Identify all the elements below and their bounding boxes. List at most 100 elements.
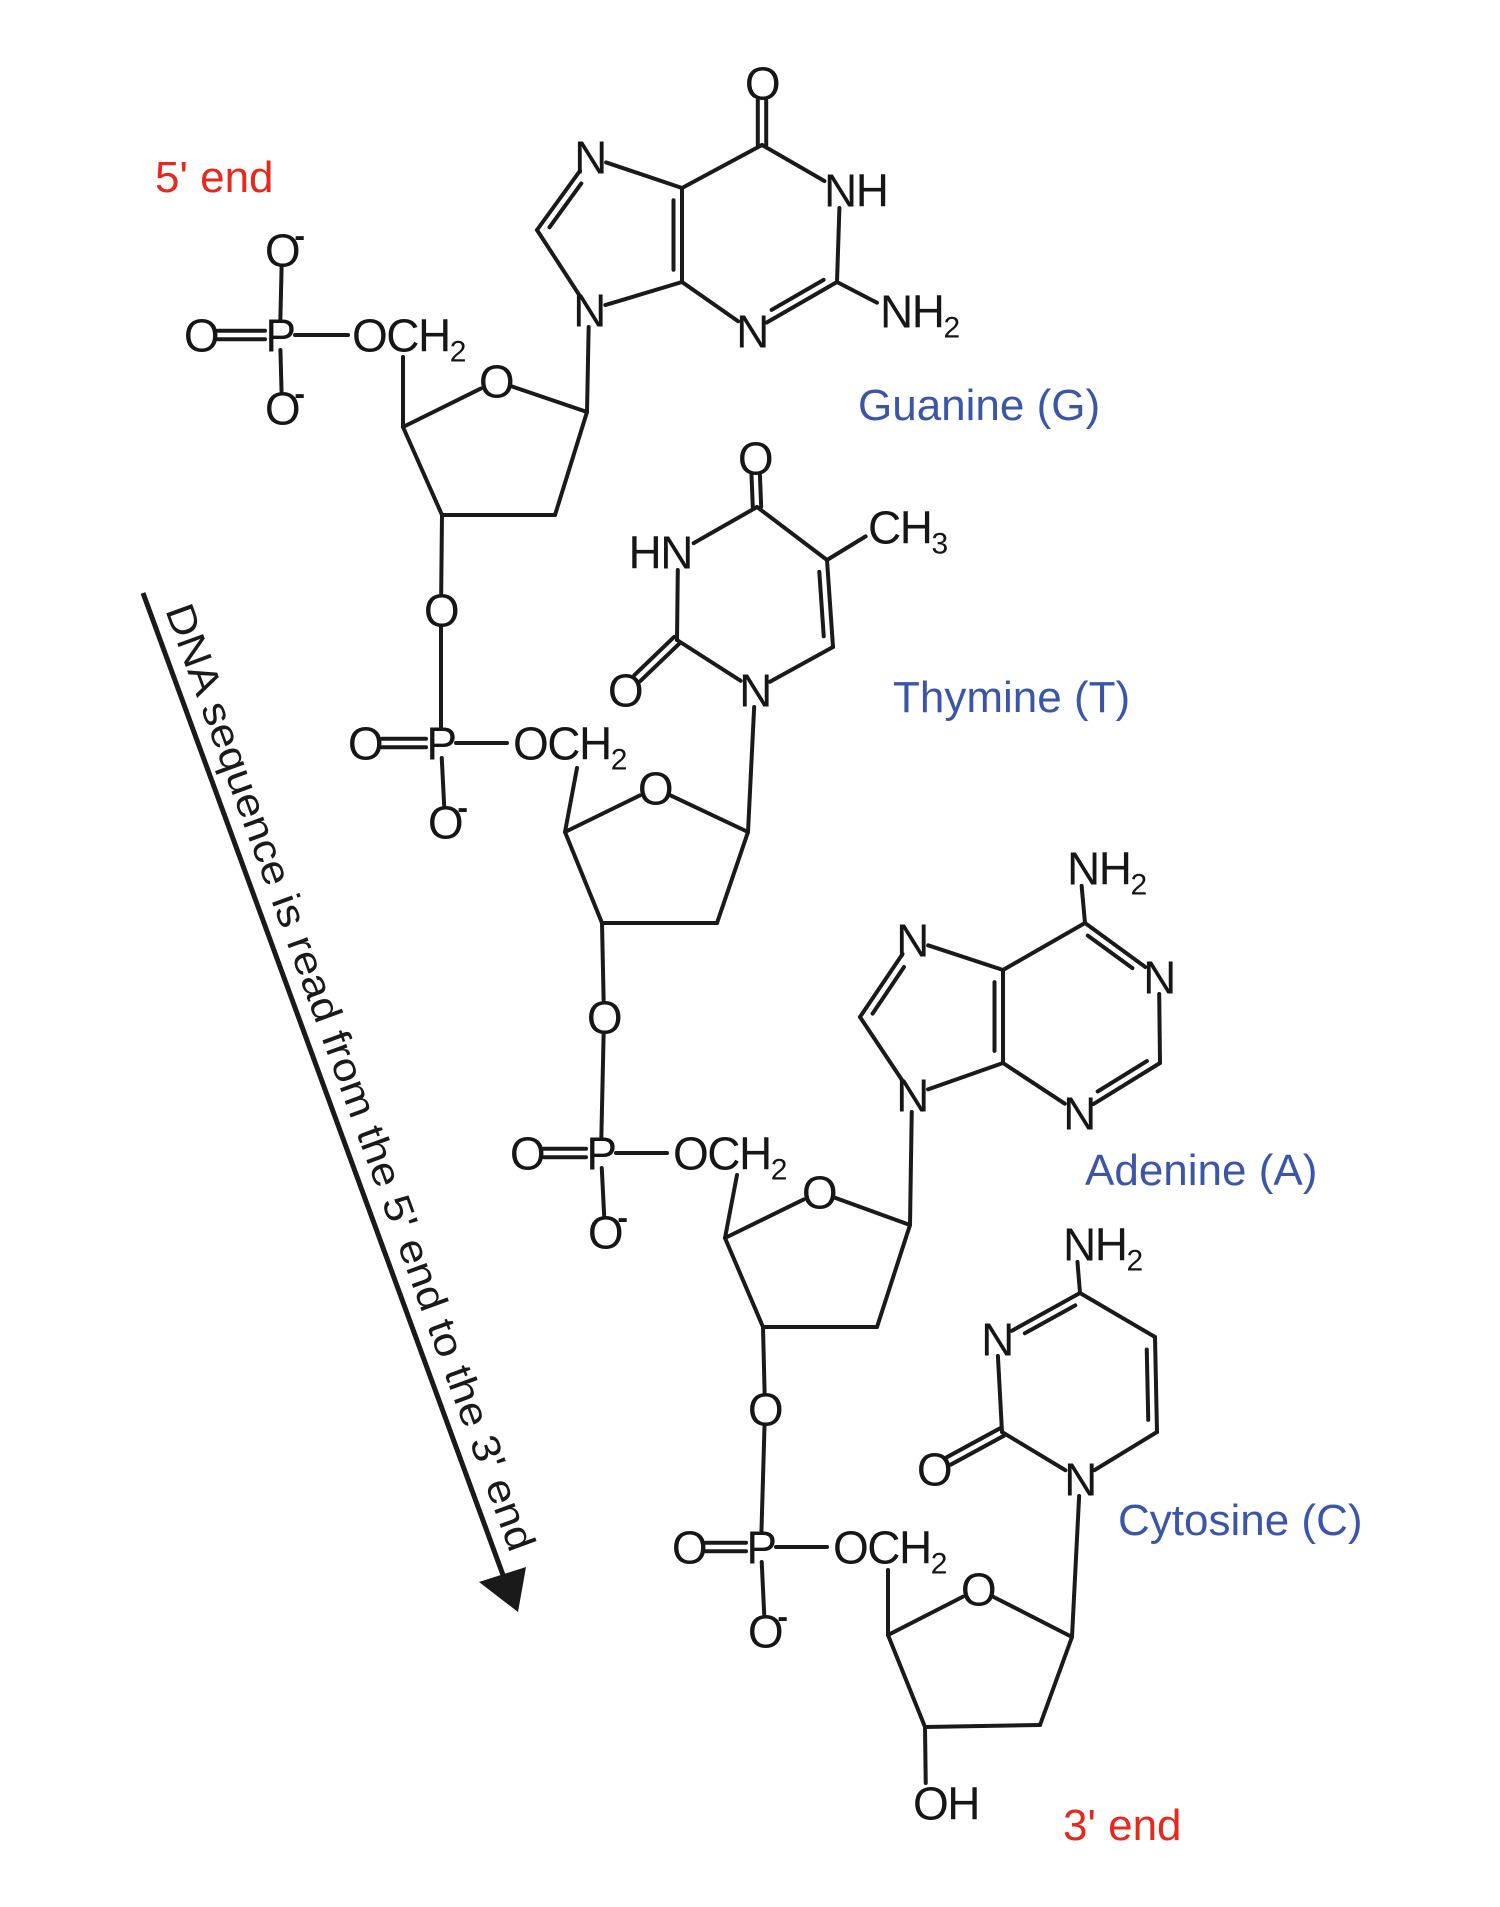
bond (858, 952, 905, 1019)
bond (835, 205, 842, 284)
bond (691, 505, 759, 546)
atom-link3-o: O (748, 1384, 782, 1436)
atom-thy-o2: O (608, 665, 642, 717)
bond (923, 1725, 928, 1786)
atom-p3-och2: OCH2 (673, 1128, 787, 1187)
bond (1083, 921, 1148, 969)
bond (1078, 1291, 1157, 1339)
bond (1070, 1493, 1082, 1639)
bond (638, 641, 682, 684)
atom-ade-n3: N (1063, 1088, 1095, 1140)
bond (1092, 1430, 1159, 1473)
bond (886, 1594, 965, 1637)
bond (769, 277, 826, 312)
atom-link1-o: O (424, 585, 458, 637)
bond (1000, 1430, 1068, 1473)
bond (908, 1109, 914, 1227)
atom-p2-och2: OCH2 (513, 718, 627, 777)
atom-p2-o-minus: O- (428, 790, 468, 849)
atom-cyt-nh2: NH2 (1063, 1219, 1142, 1278)
atom-ade-nh2: NH2 (1067, 843, 1146, 902)
bond (835, 280, 880, 305)
bond (401, 386, 483, 429)
bond (944, 1426, 1002, 1460)
bond (746, 704, 757, 834)
bond (1085, 933, 1135, 971)
base-label-cytosine: Cytosine (C) (1118, 1496, 1363, 1545)
bond (278, 264, 284, 323)
atom-p1-p: P (265, 310, 294, 362)
arrow-line (140, 592, 506, 1576)
bond (825, 558, 835, 649)
bond (563, 766, 579, 834)
bond (926, 943, 1005, 972)
bond (668, 793, 750, 834)
bond (715, 830, 750, 925)
bond (755, 505, 829, 562)
atom-sugar3-ring-o: O (802, 1167, 836, 1219)
bond (278, 347, 284, 394)
atom-gua-n9: N (573, 285, 605, 337)
bond (1001, 921, 1087, 972)
bond (858, 1015, 905, 1083)
bond (604, 160, 684, 190)
atom-cyt-o2: O (917, 1444, 951, 1496)
bond (675, 567, 680, 642)
bond (563, 830, 604, 925)
bond (1075, 1259, 1082, 1295)
atom-ade-n9: N (896, 1070, 928, 1122)
bond (875, 1223, 912, 1329)
atom-p2-p: P (426, 718, 455, 770)
atom-thy-n1: N (739, 665, 771, 717)
bond (563, 793, 642, 834)
bond (547, 181, 584, 230)
atom-sugar4-ring-o: O (961, 1564, 995, 1616)
bonds (216, 98, 1162, 1786)
bond (926, 1061, 1005, 1092)
bond (759, 1559, 767, 1617)
bond (723, 1197, 806, 1240)
atom-p3-o-minus: O- (588, 1200, 628, 1259)
bond (439, 755, 447, 808)
bond (1157, 991, 1162, 1065)
atom-thy-hn3: HN (629, 527, 692, 579)
atom-cyt-n3: N (981, 1314, 1013, 1366)
atom-p3-o-dbl: O (510, 1128, 544, 1180)
atom-p3-p: P (586, 1128, 615, 1180)
bond (600, 921, 606, 1003)
bond (680, 280, 741, 324)
arrowhead-icon (479, 1567, 526, 1612)
end-label-three-prime: 3' end (1063, 1801, 1182, 1850)
base-label-adenine: Adenine (A) (1085, 1146, 1317, 1195)
bond (749, 473, 755, 510)
end-label-five-prime: 5' end (155, 153, 274, 202)
bond (535, 168, 583, 232)
atom-sugar2-ring-o: O (638, 763, 672, 815)
bond (585, 324, 591, 414)
bond (599, 1031, 606, 1141)
bond (553, 410, 589, 517)
bond (1001, 1061, 1067, 1106)
bond (825, 534, 868, 562)
bond (510, 384, 589, 414)
atom-p1-o-dbl: O (184, 310, 218, 362)
atom-thy-ch3: CH3 (868, 502, 947, 561)
bond (1022, 1303, 1078, 1336)
bond (761, 1325, 767, 1395)
bond (1079, 883, 1087, 925)
bond (723, 1236, 765, 1329)
bond (764, 280, 839, 325)
atom-p1-och2: OCH2 (352, 310, 466, 369)
bond (817, 569, 826, 639)
base-label-guanine: Guanine (G) (858, 381, 1100, 430)
bond (948, 1433, 1007, 1467)
atom-gua-n1h: NH (824, 165, 887, 217)
bond (632, 634, 677, 678)
bond (1095, 1059, 1149, 1094)
atom-gua-o6: O (745, 58, 779, 110)
atom-p2-o-dbl: O (348, 718, 382, 770)
bond (767, 645, 835, 684)
bond (995, 1353, 1004, 1434)
